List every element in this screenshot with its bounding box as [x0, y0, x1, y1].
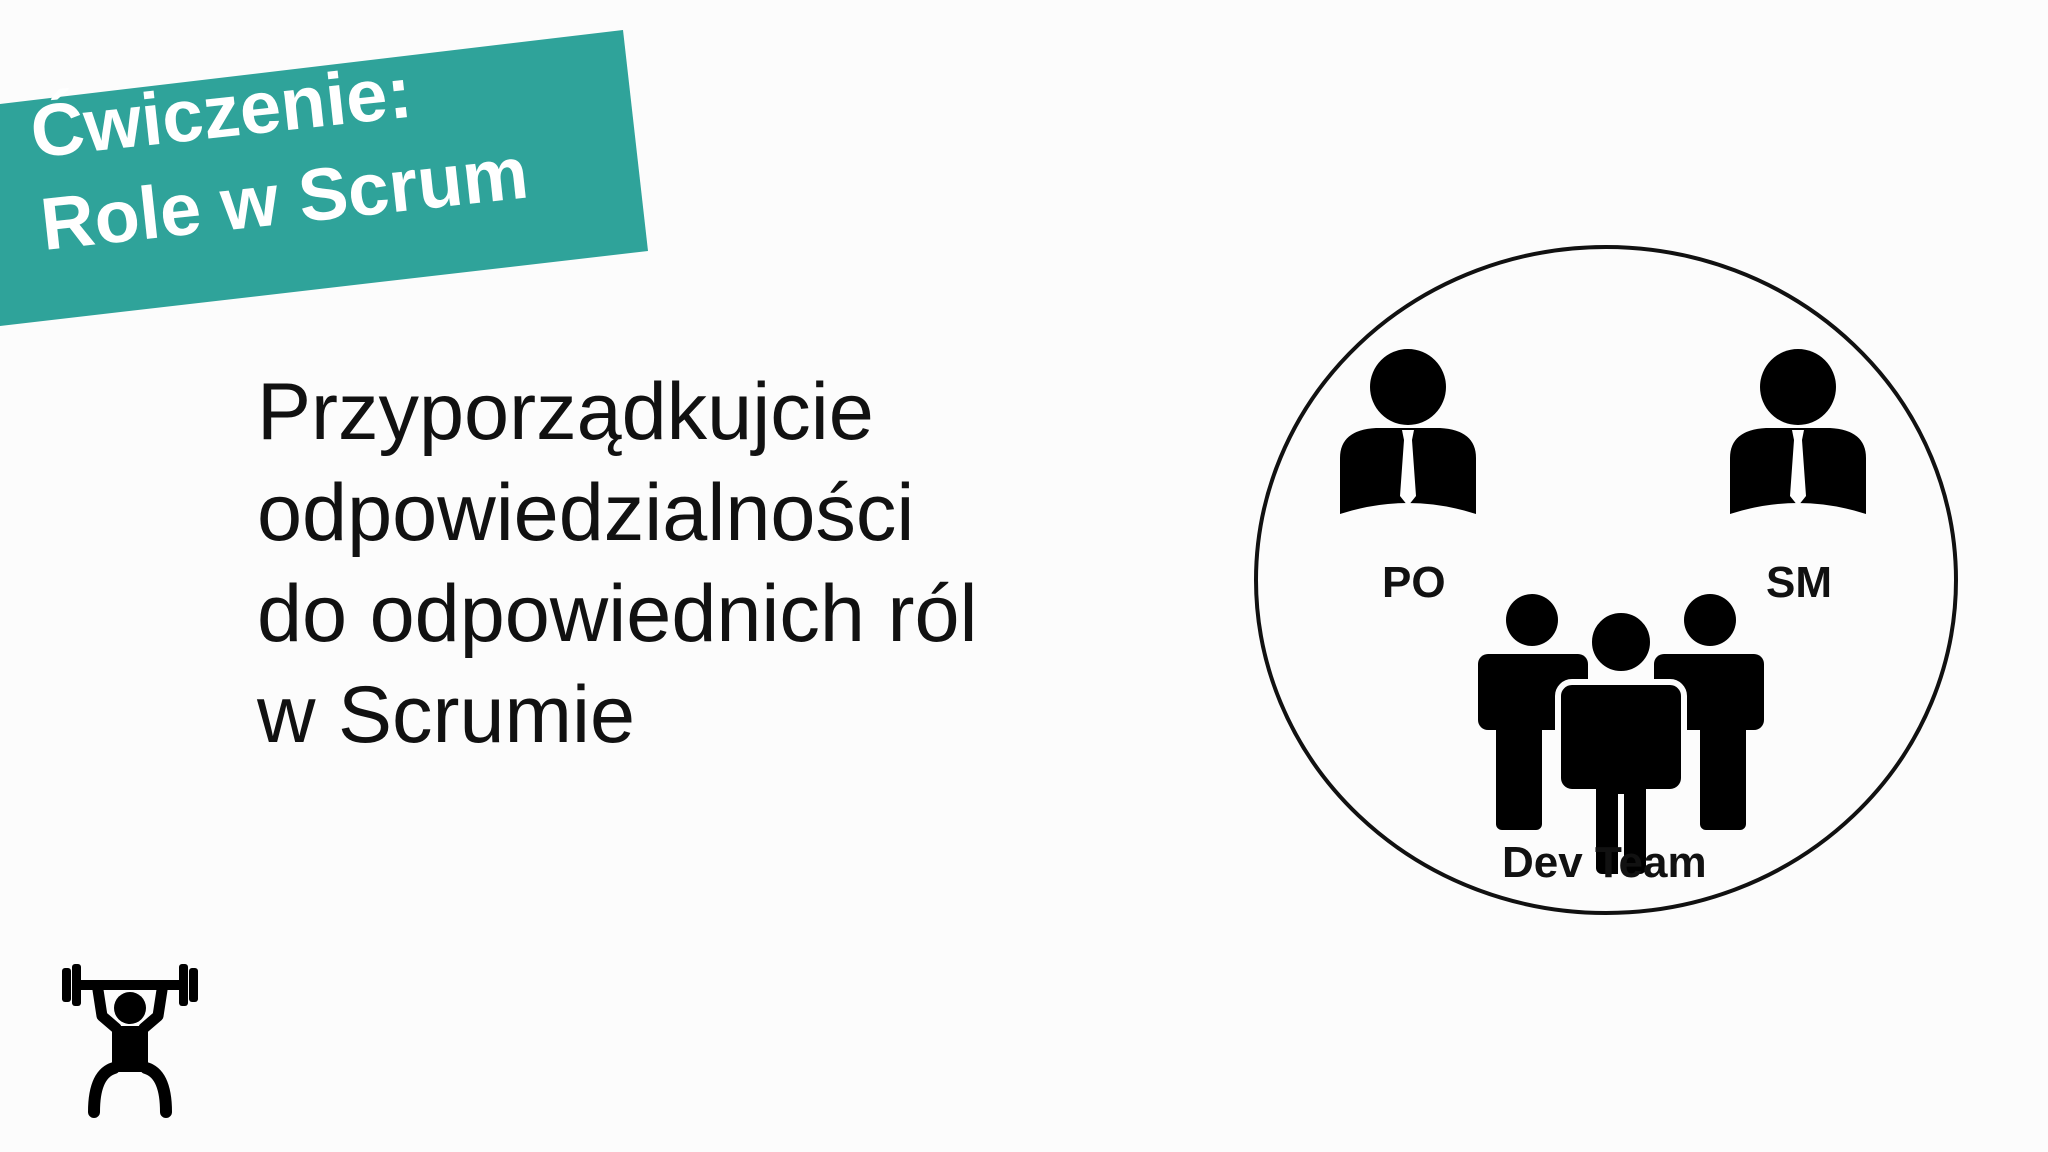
roles-circle — [1254, 245, 1958, 915]
team-icon — [1478, 594, 1764, 876]
instruction-line: w Scrumie — [257, 670, 636, 760]
banner-background — [0, 30, 648, 326]
instruction-line: do odpowiednich ról — [257, 569, 978, 659]
weightlifter-icon — [62, 964, 198, 1118]
sm-label: SM — [1766, 558, 1832, 607]
person-with-tie-icon — [1340, 349, 1476, 514]
instruction-line: Przyporządkujcie — [257, 367, 874, 457]
person-with-tie-icon — [1730, 349, 1866, 514]
instruction-line: odpowiedzialności — [257, 468, 915, 558]
dev-team-label: Dev Team — [1502, 838, 1707, 887]
instruction-text: Przyporządkujcie odpowiedzialności do od… — [257, 362, 978, 766]
po-label: PO — [1382, 558, 1446, 607]
roles-diagram — [1254, 245, 1958, 915]
